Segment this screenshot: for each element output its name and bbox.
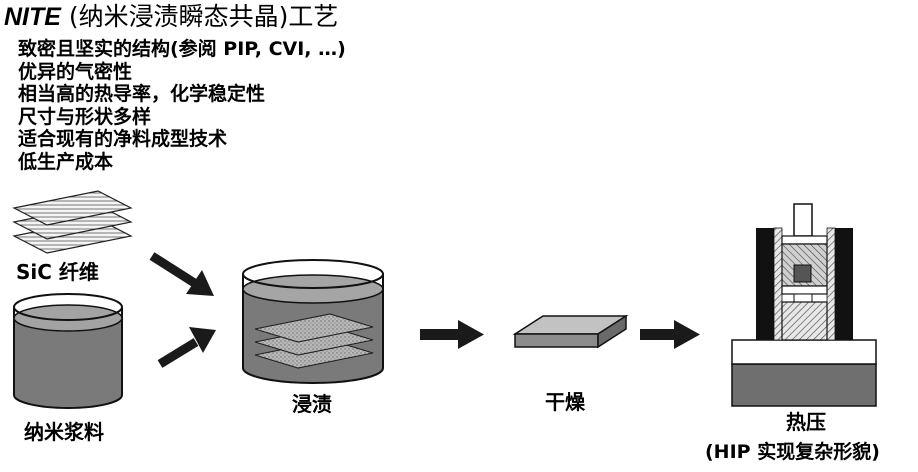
sic-fiber-sheets [12, 190, 133, 254]
label-nano-slurry: 纳米浆料 [24, 420, 104, 444]
arrow-icon [157, 327, 216, 368]
title-latin: NITE [4, 3, 61, 31]
feature-list: 致密且坚实的结构(参阅 PIP, CVI, …) 优异的气密性 相当高的热导率，… [18, 38, 346, 173]
label-drying: 干燥 [545, 390, 585, 414]
hot-press [731, 203, 877, 407]
arrow-icon [640, 320, 700, 349]
label-impregnation: 浸渍 [292, 392, 332, 416]
press-wall [756, 228, 774, 340]
press-base [731, 363, 877, 407]
impregnation-beaker [242, 259, 384, 384]
press-wall [835, 228, 853, 340]
feature-item: 低生产成本 [18, 150, 114, 173]
press-lower-punch [781, 301, 828, 341]
arrow-icon [149, 252, 214, 296]
fiber-sheet [12, 190, 133, 226]
arrow-icon [420, 320, 484, 349]
press-platen [731, 339, 877, 365]
feature-item: 相当高的热导率，化学稳定性 [18, 83, 266, 105]
press-ram [793, 203, 813, 237]
fiber-sheet [254, 313, 374, 343]
title-chinese: (纳米浸渍瞬态共晶)工艺 [68, 2, 339, 31]
dried-plate [512, 314, 629, 349]
label-hip-note: (HIP 实现复杂形貌) [705, 441, 880, 463]
label-sic-fiber: SiC 纤维 [16, 260, 99, 284]
label-hot-pressing: 热压 [786, 410, 826, 434]
feature-item: 优异的气密性 [18, 60, 133, 83]
slurry-beaker [13, 293, 123, 409]
page-title: NITE (纳米浸渍瞬态共晶)工艺 [4, 2, 338, 32]
feature-item: 尺寸与形状多样 [18, 105, 152, 128]
feature-item: 致密且坚实的结构(参阅 PIP, CVI, …) [18, 38, 346, 60]
feature-item: 适合现有的净料成型技术 [18, 128, 228, 150]
